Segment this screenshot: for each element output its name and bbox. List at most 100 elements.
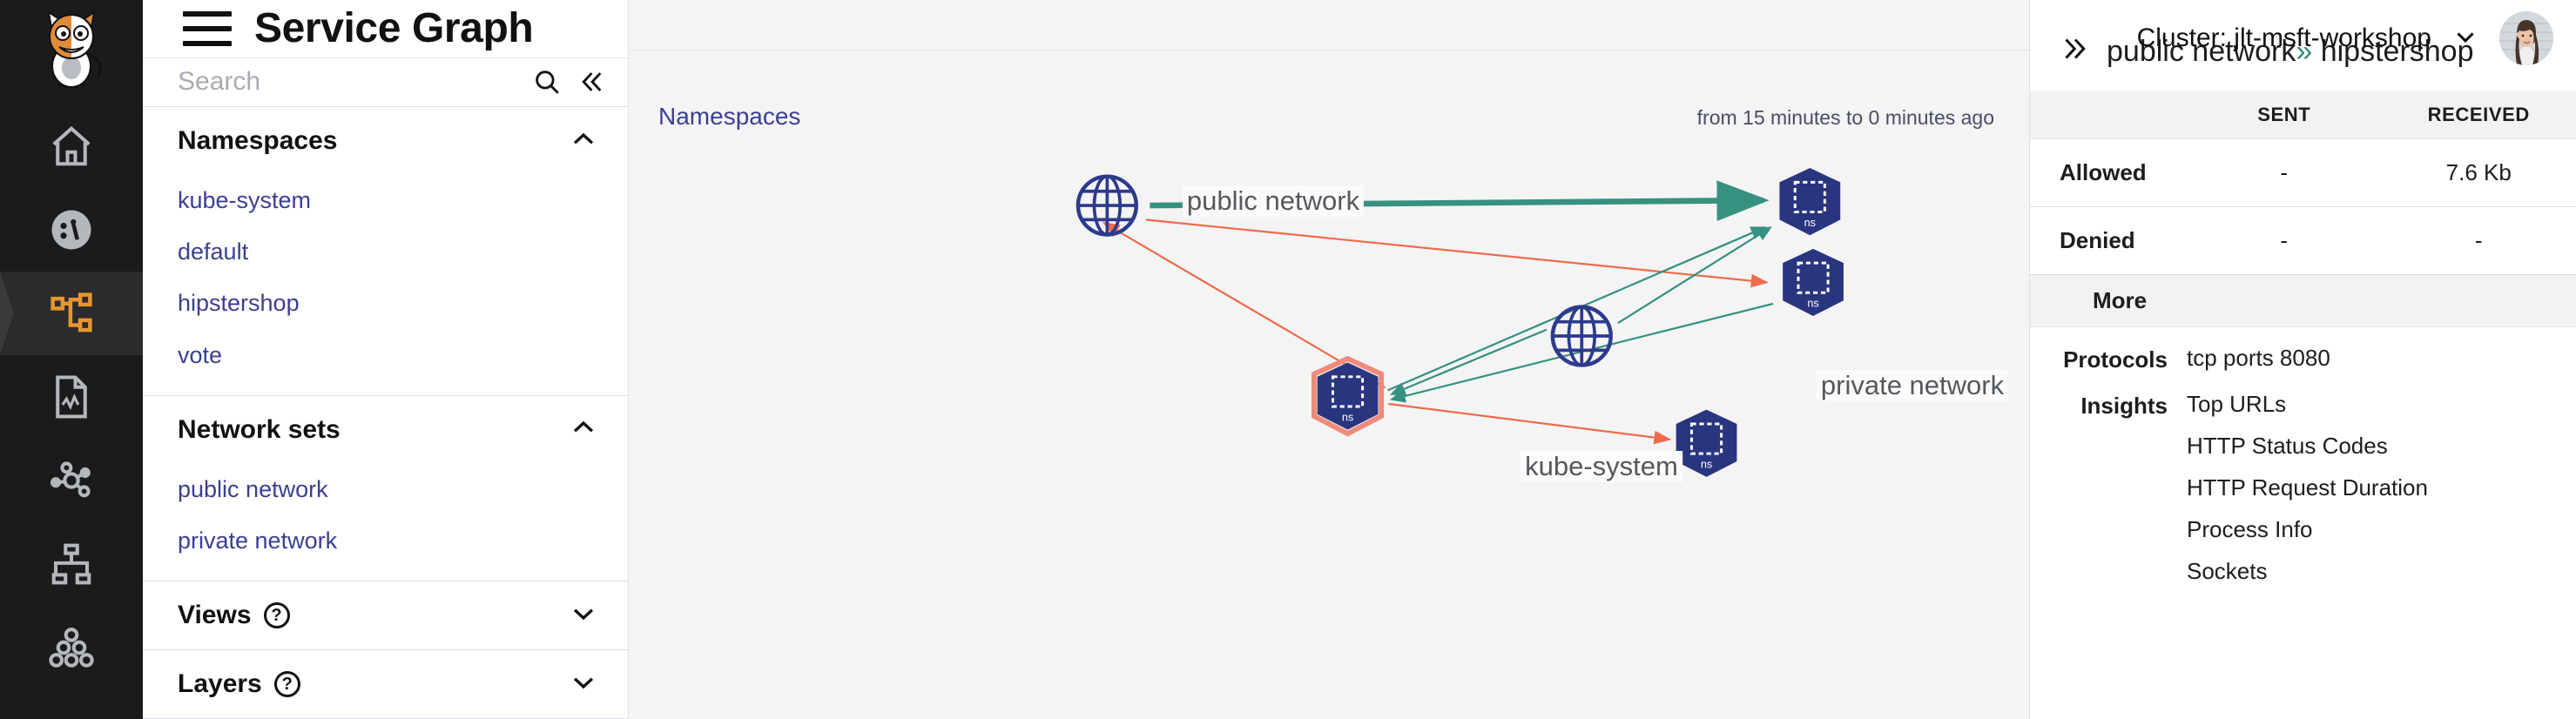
chevron-up-icon[interactable] [569, 124, 598, 158]
sidebar-item-kube-system[interactable]: kube-system [178, 187, 312, 214]
graph-node-hipstershop[interactable]: ns [1779, 168, 1841, 236]
details-title: public network» hipstershop [2107, 35, 2474, 69]
rail-item-dashboard[interactable] [0, 188, 143, 272]
insight-http-request-duration[interactable]: HTTP Request Duration [2187, 474, 2428, 501]
insight-process-info[interactable]: Process Info [2187, 516, 2313, 542]
section-layers: Layers ? [143, 650, 628, 719]
double-chevron-right-icon[interactable] [2060, 33, 2091, 70]
section-title-namespaces: Namespaces [178, 126, 338, 156]
svg-text:ns: ns [1807, 298, 1818, 310]
search-icon[interactable] [532, 67, 562, 97]
table-row: Denied - - [2030, 207, 2576, 275]
rail-item-nodes[interactable] [0, 606, 143, 689]
search-input[interactable] [178, 67, 518, 97]
sidebar-item-vote[interactable]: vote [178, 341, 223, 368]
more-section-header[interactable]: More [2030, 275, 2576, 327]
protocols-value: tcp ports 8080 [2187, 345, 2330, 371]
cluster-selector-group: Cluster: jlt-msft-workshop [2137, 0, 2553, 77]
insight-sockets[interactable]: Sockets [2187, 558, 2268, 584]
details-header: public network» hipstershop [2030, 0, 2576, 91]
rail-item-network-sets[interactable] [0, 439, 143, 522]
sidebar-item-default[interactable]: default [178, 239, 249, 265]
search-bar [143, 57, 628, 108]
section-title-network-sets: Network sets [178, 414, 341, 444]
details-separator: » [2296, 34, 2313, 68]
collapse-left-icon[interactable] [576, 67, 605, 97]
protocols-row: Protocols tcp ports 8080 [2030, 327, 2576, 373]
section-title-layers: Layers [178, 669, 262, 698]
sidebar-panel: Service Graph Namespaces [143, 0, 629, 719]
chevron-down-icon[interactable] [2451, 22, 2480, 56]
insights-list: Top URLs HTTP Status Codes HTTP Request … [2187, 393, 2576, 601]
graph-canvas[interactable]: Namespaces from 15 minutes to 0 minutes … [629, 0, 2297, 719]
graph-edges [1102, 180, 1774, 445]
graph-node-kube-system[interactable]: ns [1311, 355, 1385, 437]
graph-node-vote[interactable]: ns [1783, 248, 1844, 317]
row-label-allowed: Allowed [2060, 159, 2147, 185]
details-table-header: SENT RECEIVED [2030, 91, 2576, 139]
insight-top-urls[interactable]: Top URLs [2187, 391, 2287, 417]
rail-item-logs[interactable] [0, 355, 143, 439]
details-panel: public network» hipstershop SENT RECEIVE… [2029, 0, 2576, 719]
service-graph-icon [48, 290, 95, 337]
graph-node-public-network[interactable] [1076, 174, 1138, 237]
cluster-selector[interactable]: Cluster: jlt-msft-workshop [2136, 24, 2431, 52]
flow-logs-document-icon [48, 373, 95, 420]
graph-node-private-network[interactable] [1550, 305, 1613, 367]
sidebar-header: Service Graph [143, 0, 628, 57]
insights-row: Insights Top URLs HTTP Status Codes HTTP… [2030, 373, 2576, 601]
section-title-views: Views [178, 601, 252, 629]
rail-item-home[interactable] [0, 104, 143, 188]
breadcrumb[interactable]: Namespaces [658, 103, 801, 130]
network-topology-icon [48, 457, 95, 504]
col-label-received: RECEIVED [2427, 103, 2530, 125]
graph-label-public-network: public network [1182, 185, 1365, 217]
protocols-label: Protocols [2063, 346, 2168, 373]
sidebar-item-public-network[interactable]: public network [178, 475, 328, 502]
section-header-views[interactable]: Views ? [143, 581, 628, 649]
rail-item-list [0, 104, 143, 689]
denied-received-value: - [2474, 227, 2483, 253]
service-graph-svg[interactable]: ns ns ns [629, 0, 2029, 534]
section-namespaces: Namespaces kube-system default hipstersh… [143, 107, 628, 396]
graph-label-private-network: private network [1816, 370, 2009, 401]
graph-node-default[interactable]: ns [1676, 409, 1737, 477]
hierarchy-icon [48, 541, 95, 588]
svg-text:ns: ns [1804, 217, 1816, 229]
sidebar-item-hipstershop[interactable]: hipstershop [178, 290, 300, 317]
nodes-cluster-icon [48, 624, 95, 671]
rail-item-policies[interactable] [0, 522, 143, 606]
svg-text:ns: ns [1701, 458, 1712, 470]
question-circle-icon[interactable]: ? [273, 671, 300, 697]
chevron-down-icon[interactable] [569, 668, 598, 702]
calico-cat-logo[interactable] [28, 3, 115, 91]
avatar[interactable] [2499, 11, 2553, 65]
section-header-network-sets[interactable]: Network sets [143, 396, 628, 464]
allowed-sent-value: - [2280, 159, 2289, 185]
section-body-namespaces: kube-system default hipstershop vote [143, 175, 628, 395]
section-header-layers[interactable]: Layers ? [143, 650, 628, 718]
question-circle-icon[interactable]: ? [263, 602, 290, 628]
section-body-network-sets: public network private network [143, 464, 628, 581]
time-range-label: from 15 minutes to 0 minutes ago [1696, 106, 1994, 129]
details-source: public network [2107, 34, 2296, 68]
table-row: Allowed - 7.6 Kb [2030, 139, 2576, 207]
svg-text:ns: ns [1342, 411, 1353, 423]
chevron-up-icon[interactable] [569, 413, 598, 447]
section-header-namespaces[interactable]: Namespaces [143, 107, 628, 175]
details-target: hipstershop [2320, 34, 2474, 68]
hamburger-menu-icon[interactable] [183, 10, 232, 46]
dashboard-gauge-icon [48, 206, 95, 253]
rail-item-service-graph[interactable] [0, 272, 143, 355]
col-label-sent: SENT [2257, 103, 2311, 125]
chevron-down-icon[interactable] [569, 599, 598, 633]
insight-http-status-codes[interactable]: HTTP Status Codes [2187, 433, 2388, 459]
row-label-denied: Denied [2060, 227, 2135, 253]
canvas-topbar [629, 0, 2029, 50]
insights-label: Insights [2080, 393, 2168, 419]
sidebar-item-private-network[interactable]: private network [178, 527, 338, 554]
graph-label-kube-system: kube-system [1521, 451, 1682, 482]
denied-sent-value: - [2280, 227, 2289, 253]
left-nav-rail [0, 0, 143, 719]
